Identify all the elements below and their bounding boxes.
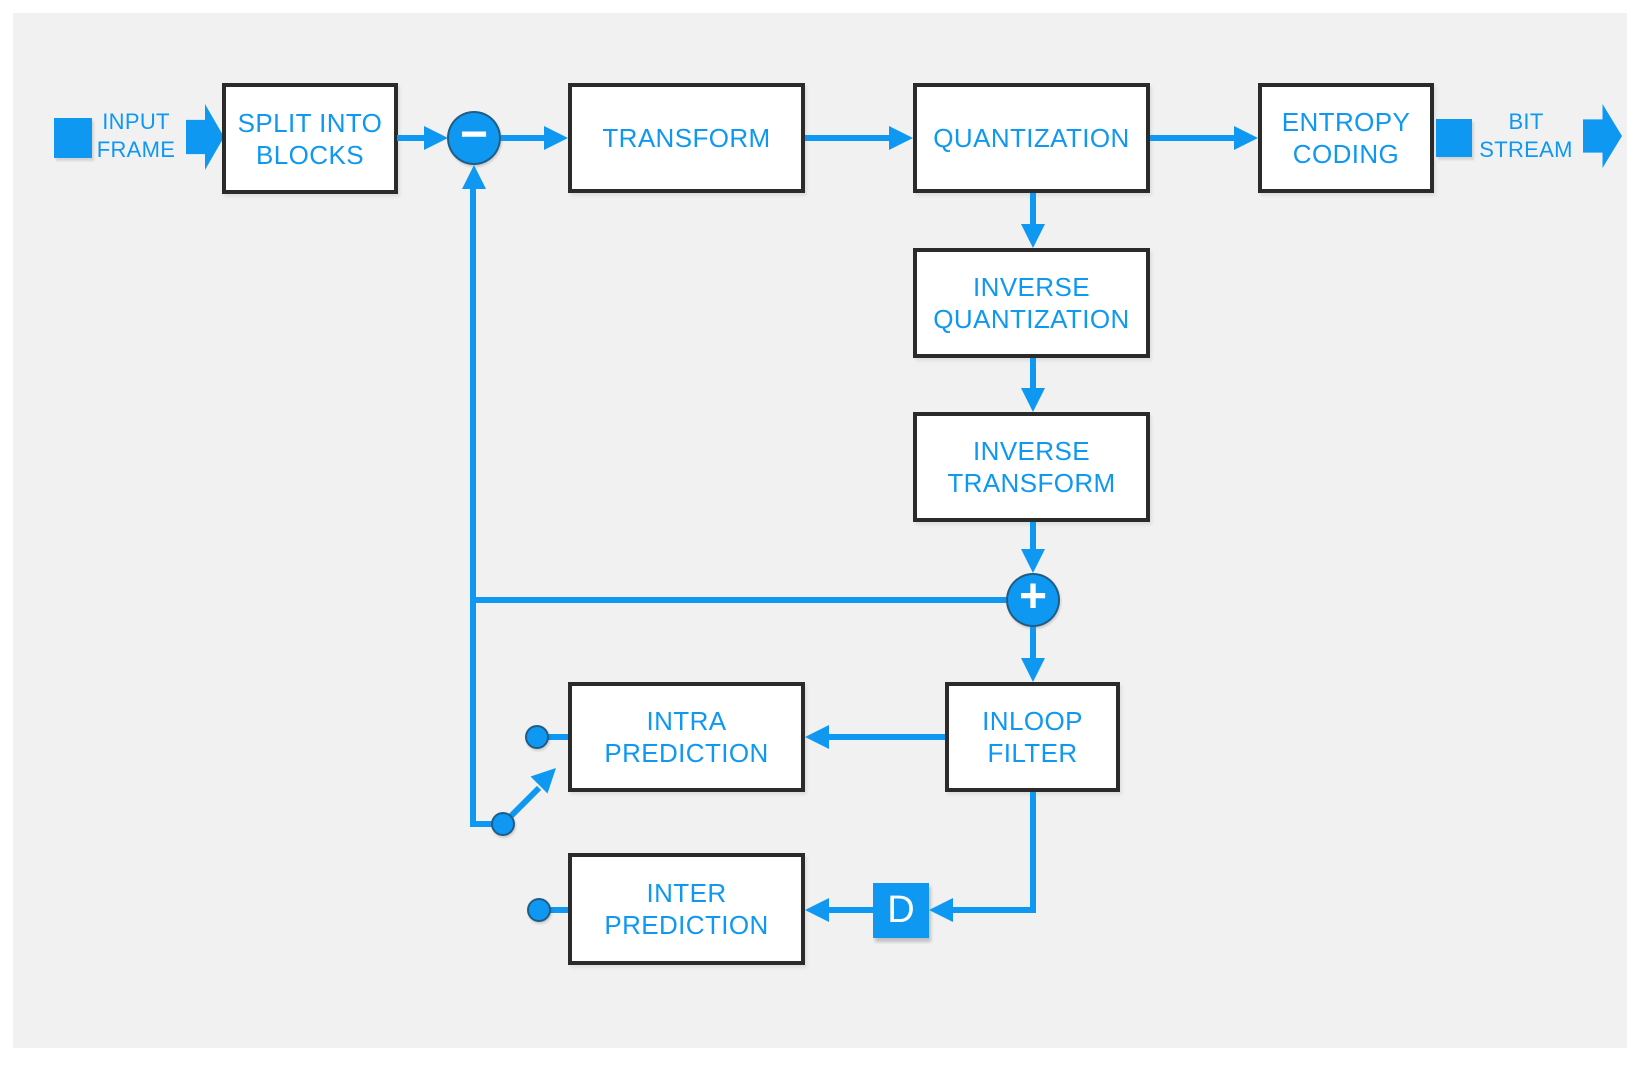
node-label: QUANTIZATION xyxy=(933,123,1130,153)
arrowhead xyxy=(1021,224,1045,248)
node-label: INVERSE TRANSFORM xyxy=(947,436,1116,498)
line-segment xyxy=(805,135,891,141)
line-segment xyxy=(470,188,476,827)
arrowhead xyxy=(805,725,829,749)
add-symbol: + xyxy=(1018,570,1048,623)
bitstream-square xyxy=(1436,119,1472,157)
input-frame-label: INPUT FRAME xyxy=(96,109,176,162)
node-inter-prediction: INTER PREDICTION xyxy=(568,853,805,965)
line-segment xyxy=(829,907,873,913)
delay-block: D xyxy=(873,883,929,938)
line-segment xyxy=(548,907,568,913)
node-intra-prediction: INTRA PREDICTION xyxy=(568,682,805,792)
node-label: SPLIT INTO BLOCKS xyxy=(237,107,383,170)
node-label: INTER PREDICTION xyxy=(604,878,769,940)
arrowhead xyxy=(1234,126,1258,150)
switch-pivot-dot xyxy=(491,812,515,836)
line-segment xyxy=(1150,135,1236,141)
node-inverse-transform: INVERSE TRANSFORM xyxy=(913,412,1150,522)
line-segment xyxy=(953,907,1036,913)
line-segment xyxy=(501,135,546,141)
node-inloop-filter: INLOOP FILTER xyxy=(945,682,1120,792)
arrowhead xyxy=(1021,388,1045,412)
node-label: INTRA PREDICTION xyxy=(604,706,769,768)
line-segment xyxy=(470,821,506,827)
bitstream-label: BIT STREAM xyxy=(1479,109,1573,162)
line-segment xyxy=(1030,522,1036,549)
input-frame-square xyxy=(54,118,92,158)
arrowhead xyxy=(1021,549,1045,573)
intra-port-dot xyxy=(525,725,549,749)
line-segment xyxy=(1030,193,1036,224)
line-segment xyxy=(470,597,1006,603)
inter-port-dot xyxy=(527,898,551,922)
node-inverse-quantization: INVERSE QUANTIZATION xyxy=(913,248,1150,358)
line-segment xyxy=(1030,627,1036,658)
line-segment xyxy=(829,734,945,740)
arrowhead xyxy=(889,126,913,150)
node-quantization: QUANTIZATION xyxy=(913,83,1150,193)
line-segment xyxy=(1030,358,1036,388)
line-segment xyxy=(546,734,568,740)
node-label: INVERSE QUANTIZATION xyxy=(933,272,1130,334)
delay-symbol: D xyxy=(887,888,915,931)
line-segment xyxy=(397,135,427,141)
arrowhead xyxy=(805,898,829,922)
node-split-into-blocks: SPLIT INTO BLOCKS xyxy=(222,83,398,194)
node-entropy-coding: ENTROPY CODING xyxy=(1258,83,1434,193)
line-segment xyxy=(1030,792,1036,910)
arrowhead xyxy=(424,126,448,150)
subtract-junction: − xyxy=(447,111,501,165)
node-label: INLOOP FILTER xyxy=(982,706,1083,768)
node-label: TRANSFORM xyxy=(602,123,771,153)
subtract-symbol: − xyxy=(459,108,489,161)
node-transform: TRANSFORM xyxy=(568,83,805,193)
add-junction: + xyxy=(1006,573,1060,627)
arrowhead xyxy=(929,898,953,922)
node-label: ENTROPY CODING xyxy=(1281,107,1411,169)
arrowhead xyxy=(462,165,486,189)
arrowhead xyxy=(544,126,568,150)
arrowhead xyxy=(1021,658,1045,682)
